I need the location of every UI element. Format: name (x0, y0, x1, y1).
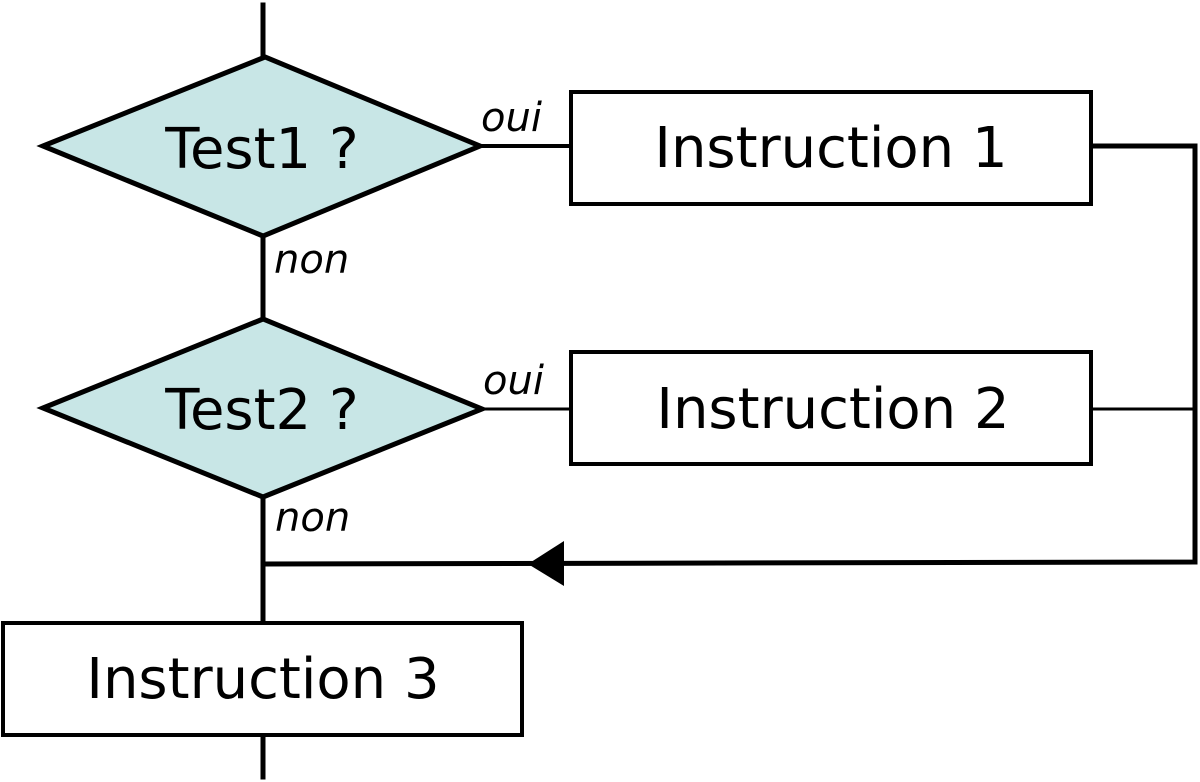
test1-oui-label: oui (481, 95, 542, 141)
instruction3-box (1, 621, 524, 737)
instruction3-label: Instruction 3 (86, 647, 439, 712)
test1-non-label: non (274, 237, 349, 283)
connectors (260, 2, 1198, 780)
instruction2-box (569, 350, 1093, 466)
test2-non-label: non (275, 495, 350, 541)
test1-diamond (36, 54, 487, 239)
instruction1-box (569, 90, 1093, 206)
instruction2-label: Instruction 2 (656, 377, 1009, 442)
test2-oui-label: oui (483, 358, 544, 404)
instruction1-return-line (260, 143, 1198, 567)
arrowhead (528, 541, 564, 586)
test2-label: Test2 ? (164, 378, 358, 443)
test2-diamond (36, 316, 489, 500)
test1-label: Test1 ? (164, 117, 358, 182)
instruction1-label: Instruction 1 (654, 116, 1007, 181)
